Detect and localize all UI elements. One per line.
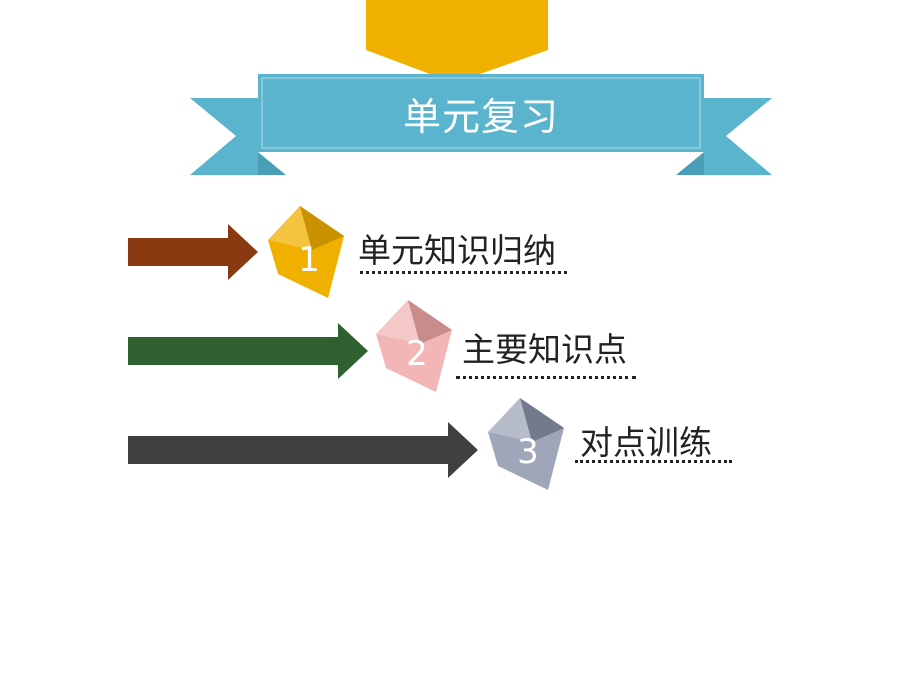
item-underline-3 xyxy=(575,460,732,463)
ribbon-right-tail xyxy=(704,98,772,175)
ribbon-right-fold xyxy=(676,152,704,175)
item-number-1: 1 xyxy=(298,240,320,280)
item-number-2: 2 xyxy=(406,334,428,374)
cube-3 xyxy=(488,398,564,490)
ribbon-left-tail xyxy=(190,98,258,175)
item-label-3[interactable]: 对点训练 xyxy=(580,423,712,462)
item-label-2[interactable]: 主要知识点 xyxy=(462,330,627,369)
cube-1 xyxy=(268,206,344,298)
banner-title: 单元复习 xyxy=(402,94,559,139)
ribbon-outline xyxy=(261,77,701,149)
arrow-1 xyxy=(128,224,258,280)
item-label-1[interactable]: 单元知识归纳 xyxy=(358,231,556,270)
banner-tab xyxy=(366,0,548,74)
ribbon-left-fold xyxy=(258,152,286,175)
cube-2 xyxy=(376,300,452,392)
item-number-3: 3 xyxy=(517,432,539,472)
arrow-3 xyxy=(128,422,478,478)
ribbon-band xyxy=(258,74,704,152)
arrow-2 xyxy=(128,323,368,379)
banner-ribbon xyxy=(190,0,772,175)
item-underline-1 xyxy=(360,271,567,274)
item-underline-2 xyxy=(456,376,636,379)
